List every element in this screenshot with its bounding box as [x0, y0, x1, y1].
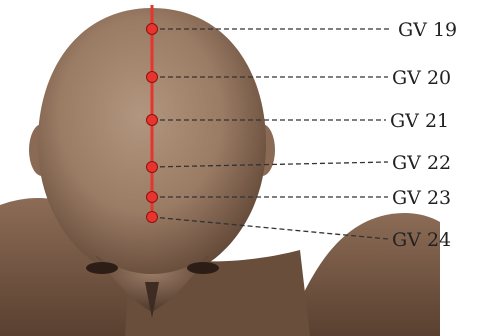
label-gv19: GV 19 — [398, 19, 457, 41]
acupoint-gv23 — [147, 192, 158, 203]
label-gv24: GV 24 — [392, 229, 451, 251]
acupoint-gv24 — [147, 212, 158, 223]
left-eye-shadow — [86, 262, 118, 274]
acupoint-gv22 — [147, 162, 158, 173]
label-gv21: GV 21 — [390, 110, 449, 132]
right-eye-shadow — [187, 262, 219, 274]
acupoint-gv19 — [147, 24, 158, 35]
acupoint-gv21 — [147, 115, 158, 126]
label-gv20: GV 20 — [392, 67, 451, 89]
label-gv22: GV 22 — [392, 152, 451, 174]
label-gv23: GV 23 — [392, 187, 451, 209]
acupoint-gv20 — [147, 72, 158, 83]
